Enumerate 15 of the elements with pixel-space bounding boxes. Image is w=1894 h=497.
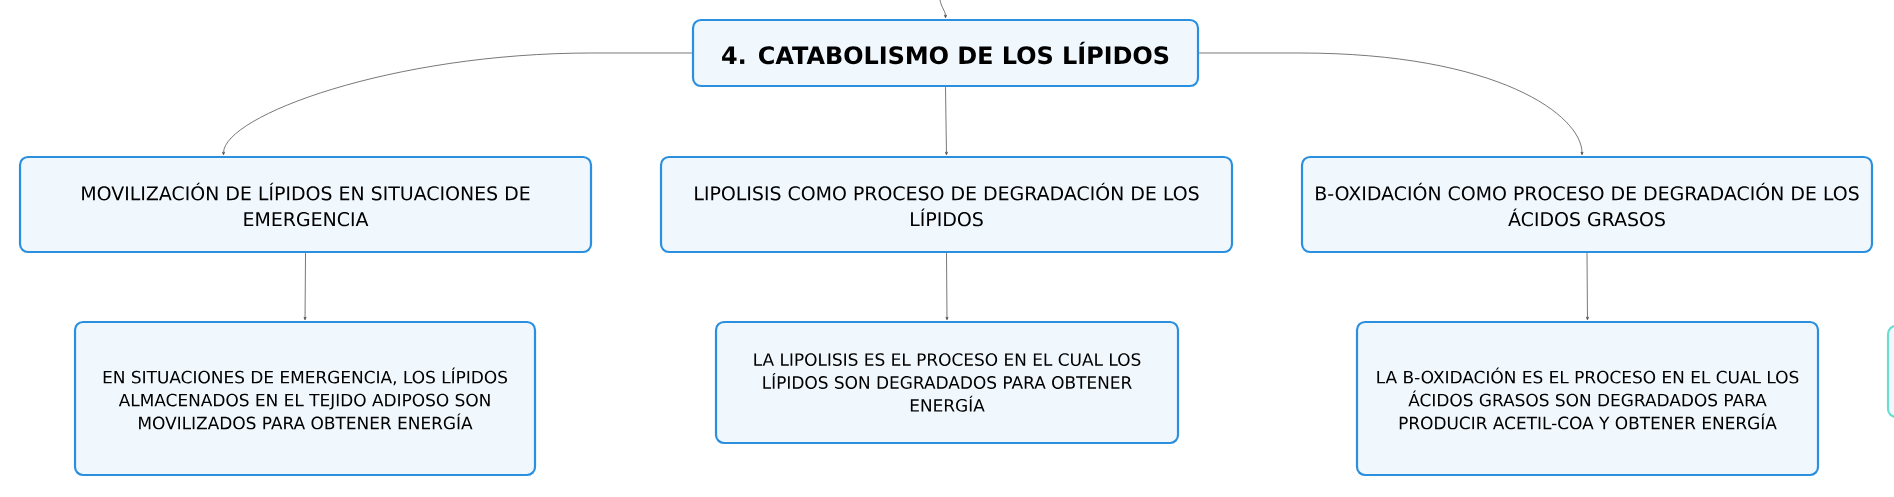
connector-arrow (1586, 252, 1589, 321)
connector-arrow (222, 52, 693, 156)
topic-box: LA Β-OXIDACIÓN ES EL PROCESO EN EL CUAL LOS ÁCIDOS GRASOS SON DEGRADADOS PARA PRODUCIR ACETIL-COA Y OBTENER ENERGÍA (1355, 320, 1820, 477)
connector-arrow (939, 0, 947, 19)
connector-arrow (303, 252, 307, 321)
topic-box: MOVILIZACIÓN DE LÍPIDOS EN SITUACIONES DE EMERGENCIA (18, 155, 593, 254)
partial-box (1886, 324, 1894, 419)
topic-box: LA LIPOLISIS ES EL PROCESO EN EL CUAL LOS LÍPIDOS SON DEGRADADOS PARA OBTENER ENERGÍA (714, 320, 1180, 445)
connector-arrow (944, 86, 948, 156)
title-box: 4. CATABOLISMO DE LOS LÍPIDOS (691, 18, 1200, 88)
connector-arrow (1198, 52, 1584, 156)
topic-box: EN SITUACIONES DE EMERGENCIA, LOS LÍPIDOS ALMACENADOS EN EL TEJIDO ADIPOSO SON MOVILIZADOS PARA OBTENER ENERGÍA (73, 320, 537, 477)
connector-arrow (945, 252, 949, 321)
topic-box: Β-OXIDACIÓN COMO PROCESO DE DEGRADACIÓN DE LOS ÁCIDOS GRASOS (1300, 155, 1874, 254)
topic-box: LIPOLISIS COMO PROCESO DE DEGRADACIÓN DE LOS LÍPIDOS (659, 155, 1234, 254)
